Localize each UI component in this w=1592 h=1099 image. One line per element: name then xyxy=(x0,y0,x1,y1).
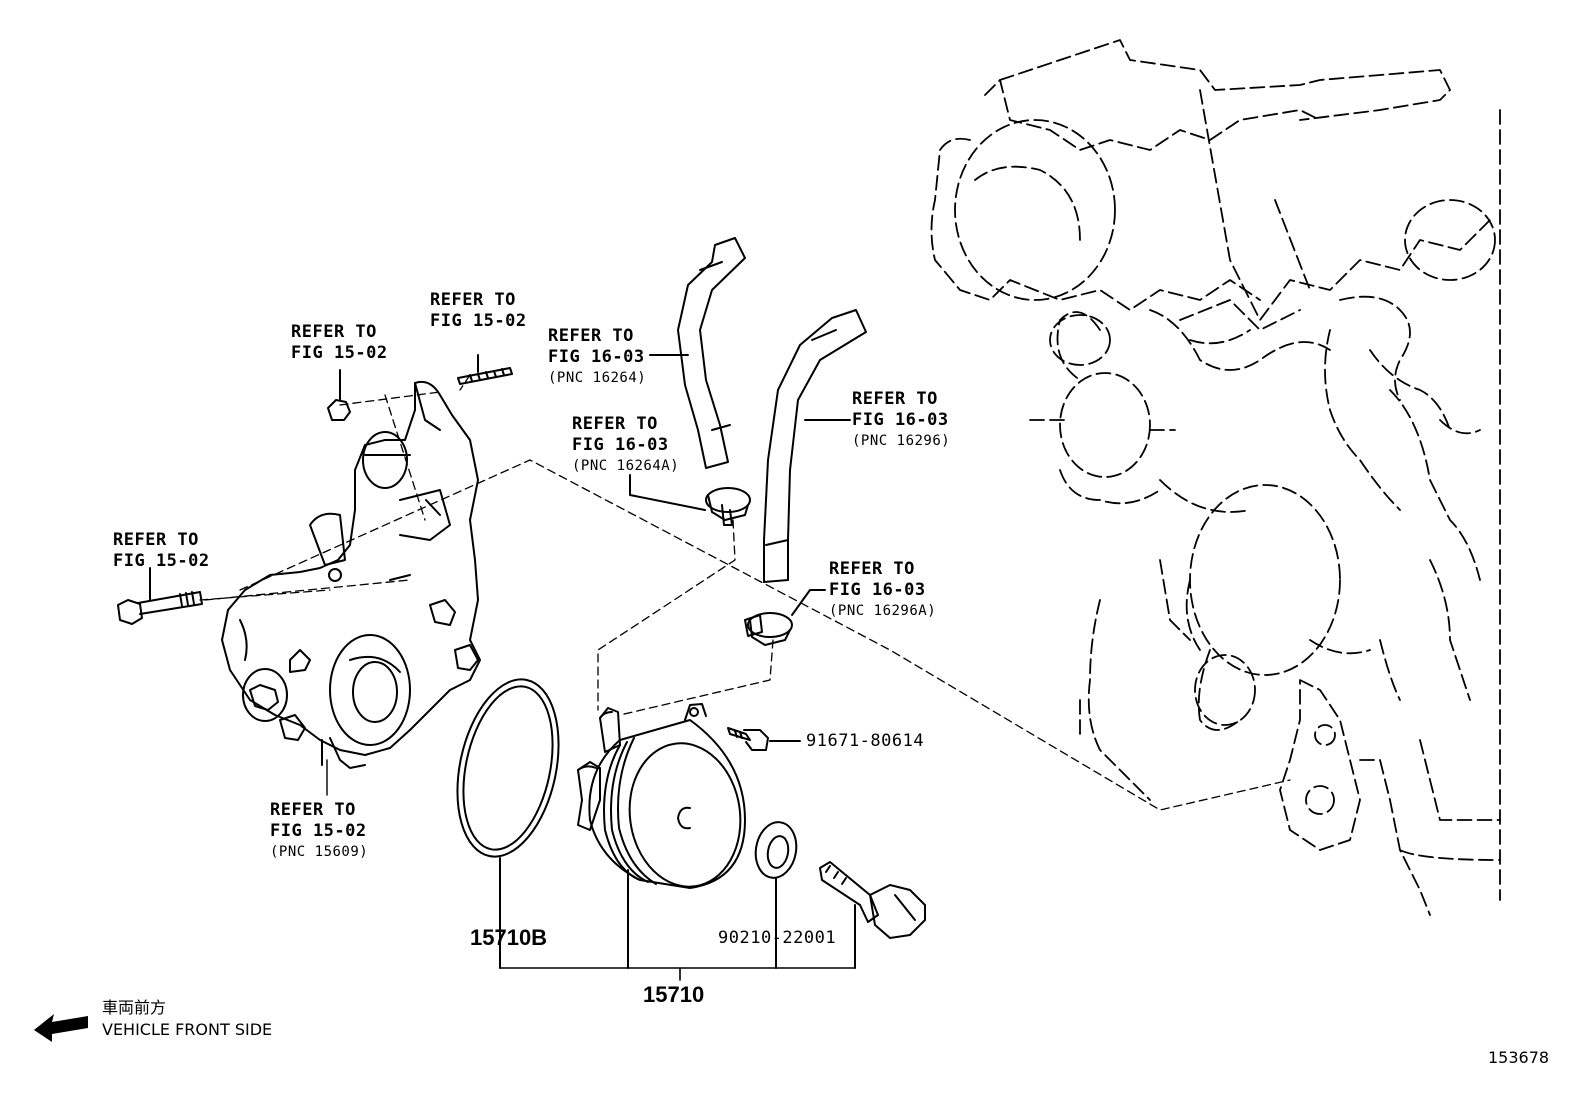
stud-part xyxy=(457,354,513,385)
callout-pnc: (PNC 15609) xyxy=(270,844,369,860)
callout-nut: REFER TO FIG 15-02 xyxy=(291,322,388,364)
callout-line: REFER TO xyxy=(291,322,377,342)
callout-clamp-lower: REFER TO FIG 16-03 (PNC 16296A) xyxy=(829,559,936,622)
callout-hose-upper: REFER TO FIG 16-03 (PNC 16264) xyxy=(548,326,646,389)
callout-line: FIG 15-02 xyxy=(270,821,367,841)
callout-line: FIG 16-03 xyxy=(852,410,949,430)
callout-pnc: (PNC 16264A) xyxy=(572,458,680,474)
union-bolt xyxy=(819,861,926,969)
callout-line: REFER TO xyxy=(548,326,634,346)
o-ring xyxy=(456,678,560,969)
callout-line: FIG 15-02 xyxy=(113,551,210,571)
callout-line: REFER TO xyxy=(852,389,938,409)
nut-part xyxy=(327,369,351,421)
illustration-number: 153678 xyxy=(1488,1048,1550,1067)
hose-lower xyxy=(763,309,867,583)
callout-line: REFER TO xyxy=(430,290,516,310)
vehicle-front-arrow-icon xyxy=(34,1014,88,1042)
small-bolt xyxy=(727,727,801,751)
vehicle-front-label-jp: 車両前方 xyxy=(102,998,167,1017)
callout-line: REFER TO xyxy=(113,530,199,550)
callout-line: REFER TO xyxy=(572,414,658,434)
callout-clamp-upper: REFER TO FIG 16-03 (PNC 16264A) xyxy=(572,414,679,477)
callout-pnc: (PNC 16264) xyxy=(548,370,647,386)
callout-line: FIG 16-03 xyxy=(572,435,669,455)
callout-stud: REFER TO FIG 15-02 xyxy=(430,290,527,332)
engine-block-outline xyxy=(930,39,1501,916)
clamp-lower xyxy=(744,589,826,646)
callout-hose-lower: REFER TO FIG 16-03 (PNC 16296) xyxy=(852,389,950,452)
callout-line: REFER TO xyxy=(829,559,915,579)
callout-line: FIG 16-03 xyxy=(829,580,926,600)
clamp-upper xyxy=(629,474,751,526)
vehicle-front-label-en: VEHICLE FRONT SIDE xyxy=(102,1020,273,1039)
vehicle-front-label: 車両前方 VEHICLE FRONT SIDE xyxy=(102,997,272,1041)
callout-line: FIG 16-03 xyxy=(548,347,645,367)
part-number-o-ring: 15710B xyxy=(470,925,548,950)
long-bolt-part xyxy=(117,567,203,625)
callout-pnc: (PNC 16296A) xyxy=(829,603,937,619)
callout-line: FIG 15-02 xyxy=(430,311,527,331)
oil-cooler xyxy=(577,703,746,969)
part-number-assembly: 15710 xyxy=(643,982,705,1007)
callout-line: FIG 15-02 xyxy=(291,343,388,363)
gasket-washer xyxy=(754,821,798,969)
callout-line: REFER TO xyxy=(270,800,356,820)
pump-housing xyxy=(221,380,481,769)
callout-pump: REFER TO FIG 15-02 (PNC 15609) xyxy=(270,800,368,863)
callout-bolt: REFER TO FIG 15-02 xyxy=(113,530,210,572)
part-number-bolt: 91671-80614 xyxy=(806,731,925,751)
part-number-gasket: 90210-22001 xyxy=(718,928,837,948)
hose-upper xyxy=(649,237,746,469)
assembly-bracket xyxy=(499,967,856,981)
callout-pnc: (PNC 16296) xyxy=(852,433,951,449)
